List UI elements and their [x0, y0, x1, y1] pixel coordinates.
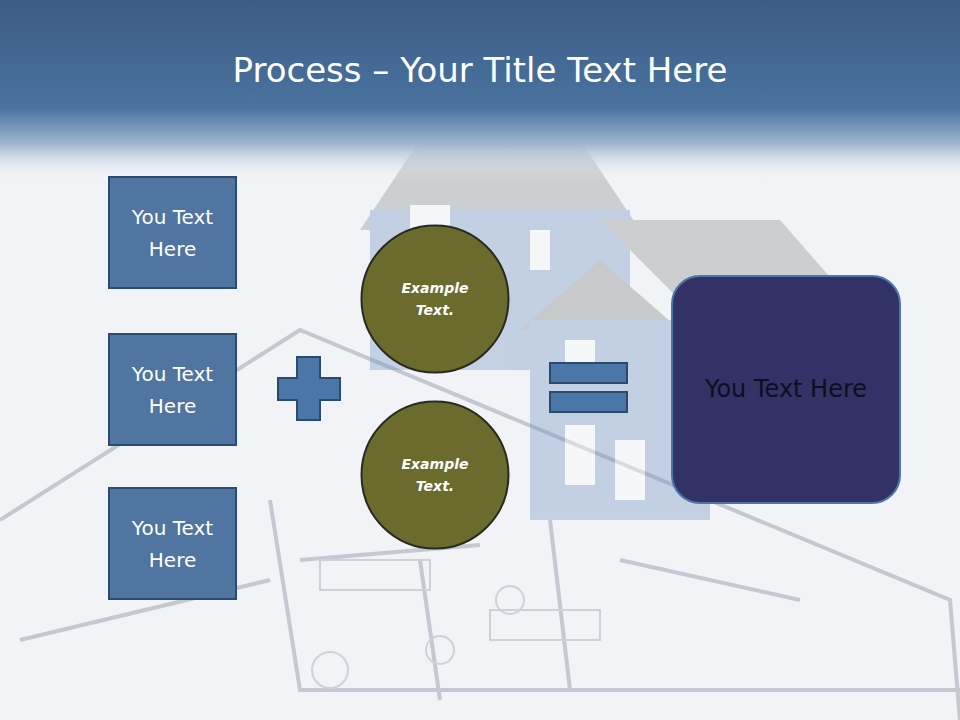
node-outline [360, 224, 510, 374]
node-text: Example Text. [388, 453, 482, 498]
node-outline [108, 176, 237, 289]
node-outline [108, 487, 237, 600]
text-box: You Text Here [108, 333, 237, 446]
node-text: You Text Here [120, 358, 225, 422]
plus-symbol [278, 357, 340, 420]
text-box: You Text Here [108, 176, 237, 289]
node-outline [108, 333, 237, 446]
text-box: You Text Here [108, 487, 237, 600]
node-text: You Text Here [120, 512, 225, 576]
slide-title: Process – Your Title Text Here [0, 50, 960, 90]
node-outline [360, 400, 510, 550]
equals-symbol [550, 363, 627, 412]
result-box: You Text Here [671, 275, 901, 504]
node-text: Example Text. [388, 277, 482, 322]
example-circle: Example Text. [360, 400, 510, 550]
node-text: You Text Here [705, 370, 867, 408]
node-text: You Text Here [120, 201, 225, 265]
example-circle: Example Text. [360, 224, 510, 374]
